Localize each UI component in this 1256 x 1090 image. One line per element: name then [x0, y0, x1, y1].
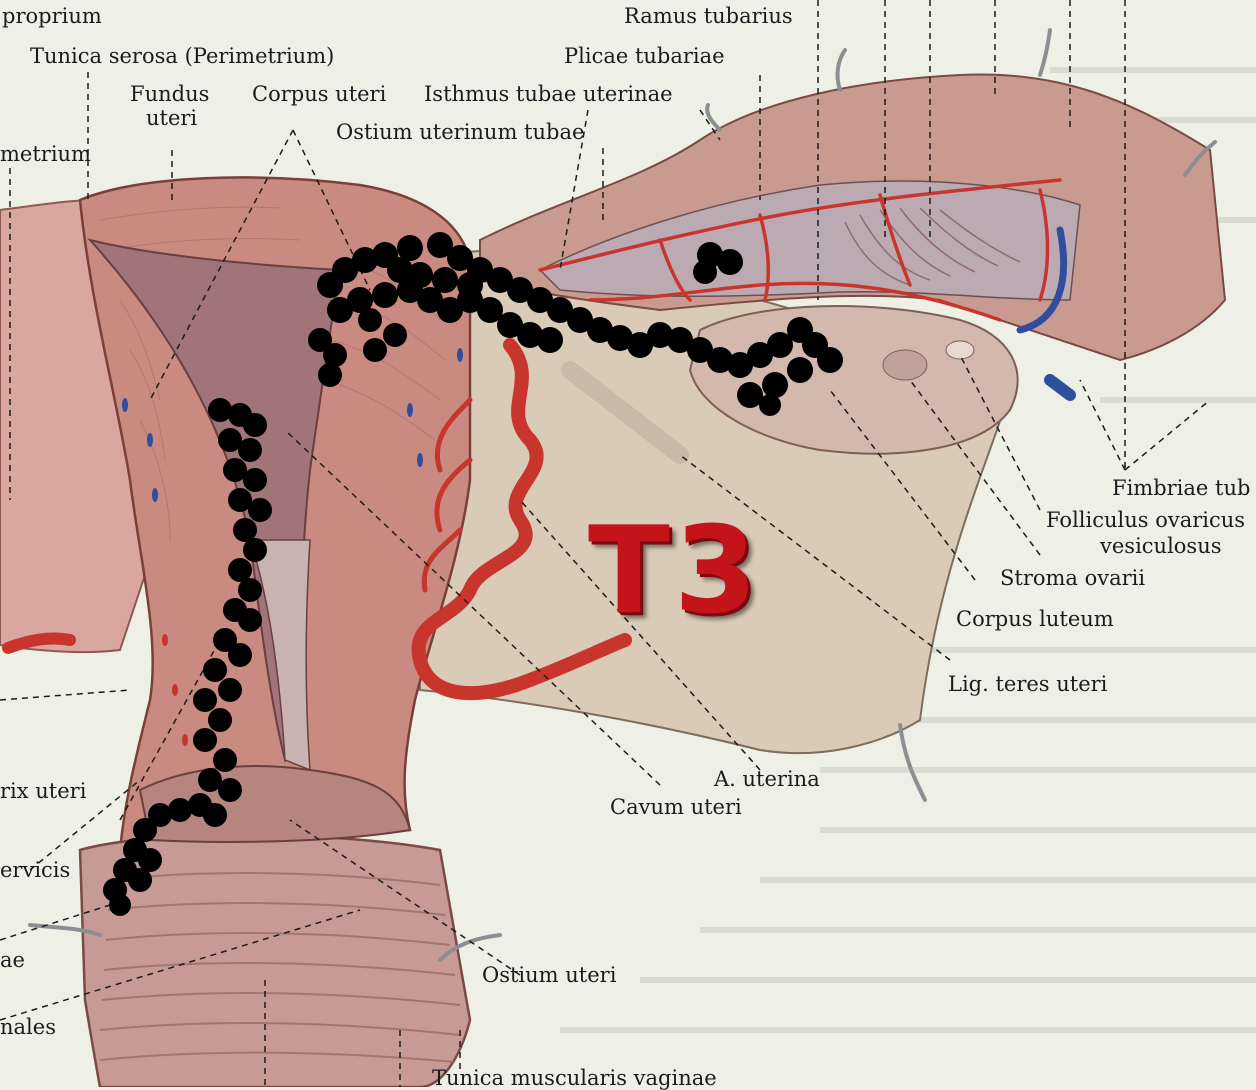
label-tunica-muscularis: Tunica muscularis vaginae	[432, 1066, 717, 1090]
label-plicae-tubariae: Plicae tubariae	[564, 44, 725, 68]
left-ligament-vessel	[2, 632, 76, 654]
label-fundus-line1: Fundus	[130, 82, 210, 106]
tube-lumen	[538, 180, 1081, 301]
label-ae: ae	[0, 948, 25, 972]
label-proprium: proprium	[2, 4, 102, 28]
myometrium-texture	[99, 206, 446, 541]
label-rix-uteri: rix uteri	[0, 779, 87, 803]
uterine-wall-veins	[122, 348, 463, 502]
label-corpus-luteum: Corpus luteum	[956, 607, 1114, 631]
marker-scribble	[103, 232, 843, 916]
label-a-uterina: A. uterina	[714, 767, 820, 791]
label-metrium: metrium	[0, 142, 91, 166]
uterine-wall-arteries	[162, 634, 188, 746]
label-cavum: Cavum uteri	[610, 795, 742, 819]
round-ligament	[561, 361, 689, 464]
label-nales: nales	[0, 1015, 56, 1039]
label-lig-teres: Lig. teres uteri	[948, 672, 1108, 696]
label-corpus-uteri: Corpus uteri	[252, 82, 387, 106]
label-ostium-uterinum: Ostium uterinum tubae	[336, 120, 585, 144]
label-ramus-tubarius: Ramus tubarius	[624, 4, 793, 28]
overlay-mark-t3: T3	[588, 502, 762, 641]
ovarian-vessel-cut	[1044, 374, 1076, 401]
tubal-arteries	[538, 178, 1062, 322]
label-folliculus-line2: vesiculosus	[1100, 534, 1222, 558]
label-fundus-line2: uteri	[146, 106, 198, 130]
label-folliculus-line1: Folliculus ovaricus	[1046, 508, 1246, 532]
label-ostium-uteri: Ostium uteri	[482, 963, 617, 987]
uterine-artery	[411, 338, 632, 701]
corpus-luteum-body	[882, 349, 928, 381]
follicle	[945, 340, 975, 360]
label-isthmus: Isthmus tubae uterinae	[424, 82, 673, 106]
retractor-hooks	[28, 28, 1217, 962]
label-ervicis: ervicis	[0, 858, 71, 882]
label-tunica-serosa: Tunica serosa (Perimetrium)	[30, 44, 335, 68]
leader-lines	[0, 0, 1211, 1087]
label-fimbriae: Fimbriae tub	[1112, 476, 1251, 500]
uterine-artery-branches	[421, 397, 473, 593]
tubal-plicae	[844, 207, 1021, 286]
label-stroma: Stroma ovarii	[1000, 566, 1146, 590]
ovarian-vein	[1016, 226, 1068, 334]
